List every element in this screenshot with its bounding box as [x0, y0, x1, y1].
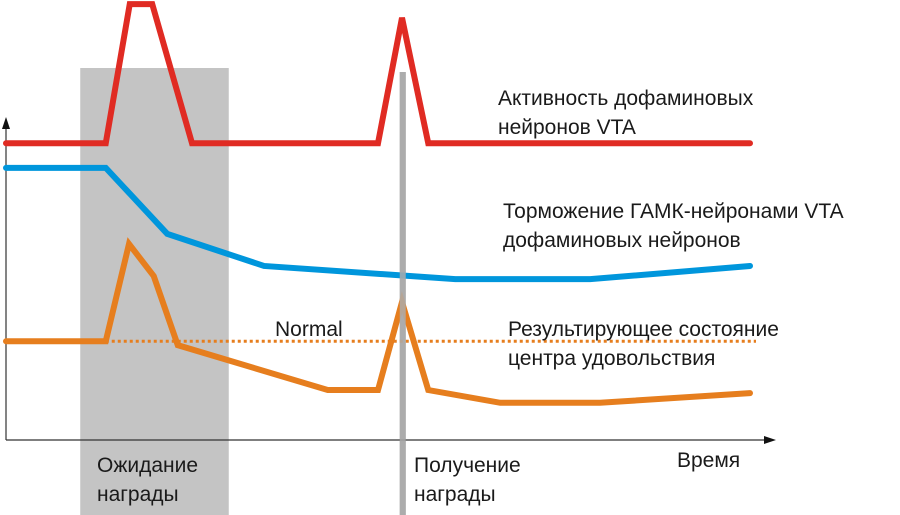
series-line-pleasure-center [3, 237, 753, 406]
baseline-label: Normal [275, 318, 343, 341]
legend-line: Торможение ГАМК-нейронами VTA [503, 200, 844, 223]
legend-gaba: Торможение ГАМК-нейронами VTA дофаминовы… [503, 197, 844, 255]
legend-dopamine: Активность дофаминовых нейронов VTA [498, 84, 753, 142]
legend-line: Результирующее состояние [508, 318, 779, 341]
region-label-line: награды [97, 483, 179, 506]
region-label-expectation: Ожидание награды [97, 451, 198, 509]
region-expectation [80, 68, 229, 515]
region-label-line: награды [414, 483, 496, 506]
region-receipt-overlay [399, 72, 406, 515]
series-line-gaba-inhibition [3, 164, 753, 283]
legend-pleasure: Результирующее состояние центра удовольс… [508, 315, 779, 373]
region-label-line: Получение [414, 454, 521, 477]
x-axis-label: Время [677, 449, 741, 472]
region-label-line: Ожидание [97, 454, 199, 477]
region-label-receipt: Получение награды [414, 451, 521, 509]
y-axis-arrow-icon [2, 117, 10, 129]
legend-line: Активность дофаминовых [498, 87, 754, 110]
x-axis-arrow-icon [764, 436, 776, 444]
legend-line: дофаминовых нейронов [503, 229, 741, 252]
legend-line: центра удовольствия [508, 347, 716, 370]
series-line-dopamine [3, 1, 753, 147]
legend-line: нейронов VTA [498, 116, 636, 139]
